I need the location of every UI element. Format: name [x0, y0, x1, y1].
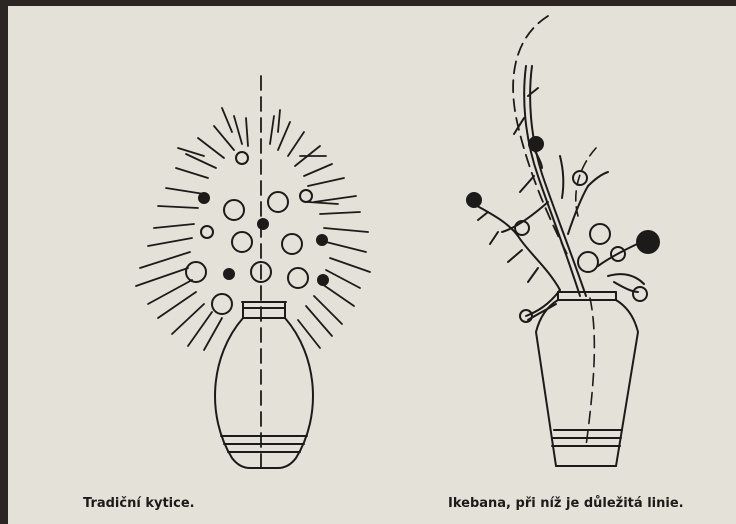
round-vase	[215, 302, 313, 468]
scan-border	[0, 0, 8, 524]
ikebana-vase-axis-dashed	[586, 298, 594, 446]
ikebana-branches	[470, 66, 646, 320]
traditional-bouquet-illustration	[136, 76, 370, 468]
bouquet-dark-flowers	[198, 192, 329, 286]
bouquet-radial-strokes	[136, 108, 370, 350]
ikebana-illustration	[466, 16, 660, 466]
book-page: Tradiční kytice. Ikebana, při níž je důl…	[8, 6, 736, 524]
illustrations	[8, 6, 736, 524]
caption-traditional-bouquet: Tradiční kytice.	[83, 496, 195, 511]
ikebana-main-line-dashed	[513, 16, 568, 256]
caption-ikebana: Ikebana, při níž je důležitá linie.	[448, 496, 684, 511]
